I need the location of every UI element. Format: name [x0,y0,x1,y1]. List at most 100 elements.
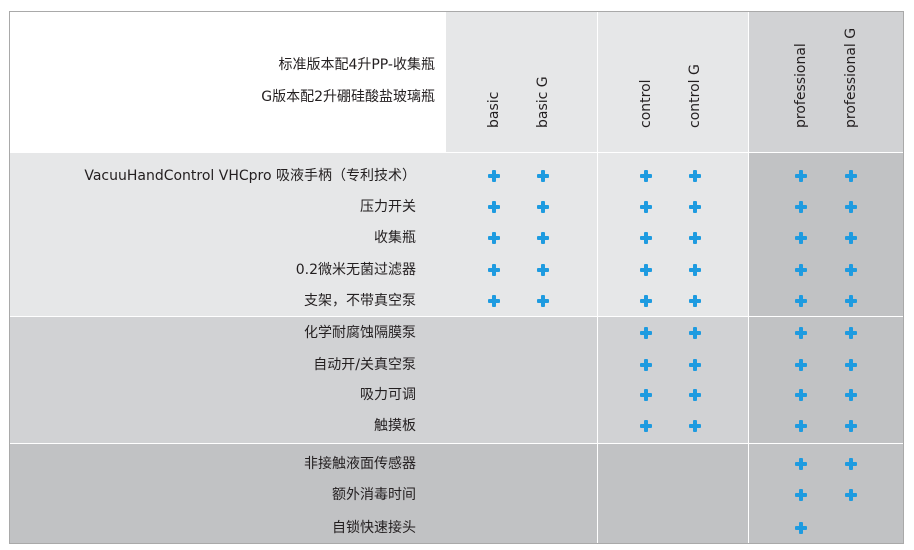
plus-icon [537,201,549,213]
feature-label: 吸力可调 [360,387,416,403]
plus-icon [640,170,652,182]
plus-icon [845,201,857,213]
plus-icon [537,264,549,276]
group-bg-professional [10,443,748,543]
plus-icon [795,522,807,534]
feature-label: 压力开关 [360,199,416,215]
plus-icon [795,264,807,276]
plus-icon [795,170,807,182]
plus-icon [795,420,807,432]
plus-icon [488,170,500,182]
feature-label: 自动开/关真空泵 [313,357,416,373]
model-header-label: basic G [535,76,551,128]
plus-icon [845,359,857,371]
plus-icon [640,264,652,276]
header-notes: 标准版本配4升PP-收集瓶 G版本配2升硼硅酸盐玻璃瓶 [10,12,435,152]
plus-icon [795,489,807,501]
col-bg-professional [748,152,903,543]
plus-icon [689,295,701,307]
plus-icon [845,420,857,432]
feature-label: 0.2微米无菌过滤器 [295,262,416,278]
table-row: 自锁快速接头 [10,518,903,538]
plus-icon [845,264,857,276]
plus-icon [488,295,500,307]
plus-icon [537,232,549,244]
table-row: 触摸板 [10,416,903,436]
table-row: 0.2微米无菌过滤器 [10,260,903,280]
plus-icon [795,295,807,307]
plus-icon [845,458,857,470]
table-row: 化学耐腐蚀隔膜泵 [10,323,903,343]
plus-icon [640,327,652,339]
divider-line [10,316,903,317]
plus-icon [845,389,857,401]
plus-icon [795,232,807,244]
plus-icon [689,389,701,401]
table-row: 支架，不带真空泵 [10,291,903,311]
feature-label: 支架，不带真空泵 [304,293,416,309]
table-row: 额外消毒时间 [10,485,903,505]
feature-label: 非接触液面传感器 [304,456,416,472]
plus-icon [488,264,500,276]
model-header: basic G [532,12,554,142]
plus-icon [689,264,701,276]
model-header: professional [790,12,812,142]
model-header-label: control [638,79,654,128]
plus-icon [845,295,857,307]
plus-icon [845,232,857,244]
feature-label: 化学耐腐蚀隔膜泵 [304,325,416,341]
table-row: VacuuHandControl VHCpro 吸液手柄（专利技术） [10,166,903,186]
model-header-label: basic [486,91,502,128]
plus-icon [845,489,857,501]
feature-comparison-table: 标准版本配4升PP-收集瓶 G版本配2升硼硅酸盐玻璃瓶 basic basic G… [9,11,904,544]
group-bg-standard [10,152,597,316]
plus-icon [640,420,652,432]
table-row: 收集瓶 [10,228,903,248]
plus-icon [795,359,807,371]
feature-label: 收集瓶 [374,230,416,246]
header-note-standard: 标准版本配4升PP-收集瓶 [278,57,435,73]
plus-icon [640,201,652,213]
plus-icon [689,327,701,339]
header-note-g-version: G版本配2升硼硅酸盐玻璃瓶 [261,89,435,105]
model-header-label: professional G [843,27,859,128]
divider-line [597,12,598,543]
plus-icon [640,359,652,371]
model-header-label: professional [793,43,809,128]
divider-line [10,443,903,444]
plus-icon [795,201,807,213]
plus-icon [640,295,652,307]
plus-icon [488,201,500,213]
feature-label: 触摸板 [374,418,416,434]
model-header: basic [483,12,505,142]
header-bg-professional [748,12,903,152]
table-row: 压力开关 [10,197,903,217]
plus-icon [640,389,652,401]
model-header-label: control G [687,64,703,128]
model-header: control [635,12,657,142]
plus-icon [640,232,652,244]
plus-icon [689,170,701,182]
header-bg-control [597,12,748,152]
plus-icon [689,420,701,432]
table-row: 吸力可调 [10,385,903,405]
plus-icon [488,232,500,244]
feature-label: VacuuHandControl VHCpro 吸液手柄（专利技术） [84,168,416,184]
header-bg-basic [446,12,597,152]
plus-icon [845,327,857,339]
plus-icon [689,232,701,244]
plus-icon [537,170,549,182]
plus-icon [795,389,807,401]
plus-icon [795,458,807,470]
group-bg-control [10,316,748,443]
model-header: control G [684,12,706,142]
table-row: 非接触液面传感器 [10,454,903,474]
plus-icon [689,359,701,371]
plus-icon [845,170,857,182]
plus-icon [795,327,807,339]
model-header: professional G [840,12,862,142]
feature-label: 自锁快速接头 [332,520,416,536]
divider-line [748,12,749,543]
plus-icon [537,295,549,307]
plus-icon [689,201,701,213]
